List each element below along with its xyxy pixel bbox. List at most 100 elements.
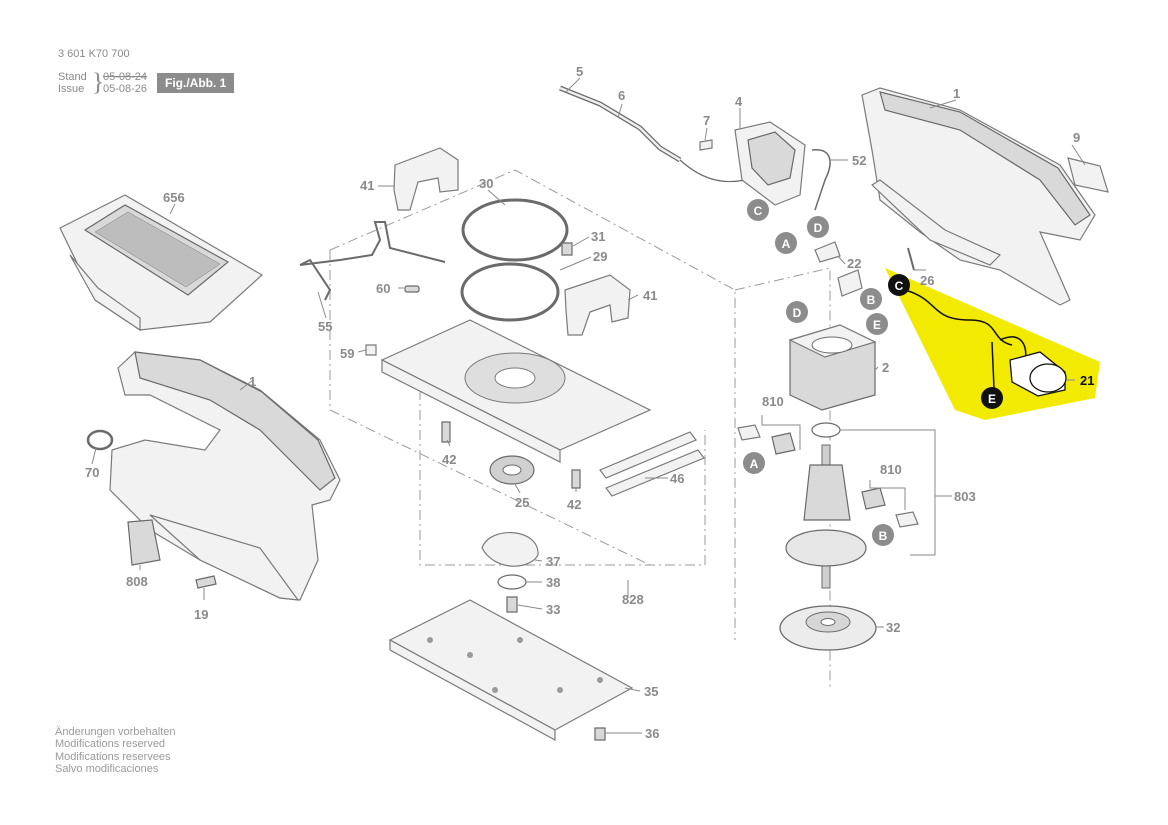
modification-notice-fr: Modifications reservees [55, 751, 171, 763]
seal-ring-29-part [460, 262, 560, 322]
assembly-frame-base-lower [329, 250, 651, 566]
brush-holder-810a-part [737, 424, 761, 441]
callout-30: 30 [479, 176, 493, 191]
bracket-41-upper-part [393, 147, 459, 211]
bearing-25-bore [502, 464, 522, 476]
rail-46a-part [599, 431, 697, 479]
callout-29: 29 [593, 249, 607, 264]
connector-b-upper: B [860, 288, 882, 310]
svg-text:B: B [867, 293, 876, 307]
screw-42b-part [571, 469, 581, 489]
svg-text:D: D [814, 221, 823, 235]
callout-36: 36 [645, 726, 659, 741]
brush-810a-part [771, 432, 796, 455]
assembly-frame-base [329, 169, 736, 640]
bracket-810a [761, 415, 801, 450]
sanding-plate-part [388, 599, 634, 742]
power-cable-part [559, 85, 746, 183]
label-plate-part [1067, 157, 1109, 193]
bracket-803 [840, 429, 936, 556]
rail-46b-part [605, 449, 705, 497]
callout-1-upper: 1 [953, 86, 960, 101]
callout-4: 4 [735, 94, 743, 109]
label-808-part [127, 519, 161, 566]
callout-9: 9 [1073, 130, 1080, 145]
connector-b-lower: B [872, 524, 894, 546]
suppressor-21-part [904, 289, 1067, 397]
callout-22: 22 [847, 256, 861, 271]
callout-41-upper: 41 [360, 178, 374, 193]
svg-text:C: C [895, 279, 904, 293]
clip-22b-part [837, 269, 863, 297]
screw-59-part [365, 344, 377, 356]
callout-41-lower: 41 [643, 288, 657, 303]
leader-lines [91, 77, 1086, 734]
modification-notice-de: Änderungen vorbehalten [55, 726, 176, 738]
svg-text:E: E [873, 318, 881, 332]
callout-808: 808 [126, 574, 148, 589]
callout-1-lower: 1 [249, 374, 256, 389]
callout-25: 25 [515, 495, 529, 510]
callout-19: 19 [194, 607, 208, 622]
callout-810-upper: 810 [762, 394, 784, 409]
callout-810-lower: 810 [880, 462, 902, 477]
callout-55: 55 [318, 319, 332, 334]
callout-42-left: 42 [442, 452, 456, 467]
callout-32: 32 [886, 620, 900, 635]
callout-70: 70 [85, 465, 99, 480]
stand-date: 05-08-24 [103, 71, 148, 83]
callout-59: 59 [340, 346, 354, 361]
callout-52: 52 [852, 153, 866, 168]
callout-656: 656 [163, 190, 185, 205]
callout-35: 35 [644, 684, 658, 699]
screw-36-part [594, 727, 606, 741]
clip-22-part [814, 241, 841, 263]
issue-label: Issue [58, 83, 85, 95]
callout-33: 33 [546, 602, 560, 617]
document-number: 3 601 K70 700 [58, 48, 130, 60]
screw-42a-part [441, 421, 451, 443]
base-housing-part [380, 319, 652, 463]
callout-6: 6 [618, 88, 625, 103]
armature-part [785, 422, 867, 589]
svg-text:A: A [782, 237, 791, 251]
pin-60-part [404, 285, 420, 293]
wire-52-part [811, 149, 831, 211]
svg-text:E: E [988, 392, 996, 406]
figure-badge: Fig./Abb. 1 [157, 73, 235, 93]
svg-text:D: D [793, 306, 802, 320]
eccentric-37-part [481, 531, 539, 567]
washer-38-part [497, 574, 527, 590]
dust-box-part [59, 194, 264, 332]
spring-26-part [907, 247, 915, 271]
callout-26: 26 [920, 273, 934, 288]
stand-label: Stand [58, 71, 87, 83]
connector-d-lower: D [786, 301, 808, 323]
modification-notice-es: Salvo modificaciones [55, 763, 159, 775]
svg-text:C: C [754, 204, 763, 218]
callout-803: 803 [954, 489, 976, 504]
callout-60: 60 [376, 281, 390, 296]
issue-date: 05-08-26 [103, 83, 148, 95]
callout-46: 46 [670, 471, 684, 486]
connector-d-upper: D [807, 216, 829, 238]
callout-31: 31 [591, 229, 605, 244]
connector-c-dark: C [888, 274, 910, 296]
screw-33-part [506, 596, 518, 613]
svg-text:B: B [879, 529, 888, 543]
switch-part [734, 121, 806, 206]
callout-21: 21 [1080, 373, 1094, 388]
callout-38: 38 [546, 575, 560, 590]
upper-housing-part [861, 87, 1096, 306]
brace-symbol: } [92, 69, 104, 96]
callout-42-right: 42 [567, 497, 581, 512]
assembly-frame-plate [419, 390, 706, 566]
callout-828: 828 [622, 592, 644, 607]
bracket-41-lower-part [564, 274, 631, 336]
o-ring-70-part [86, 429, 114, 451]
callout-7: 7 [703, 113, 710, 128]
brush-810b-part [861, 487, 886, 510]
screw-31-part [561, 242, 573, 256]
connector-e-upper: E [866, 313, 888, 335]
